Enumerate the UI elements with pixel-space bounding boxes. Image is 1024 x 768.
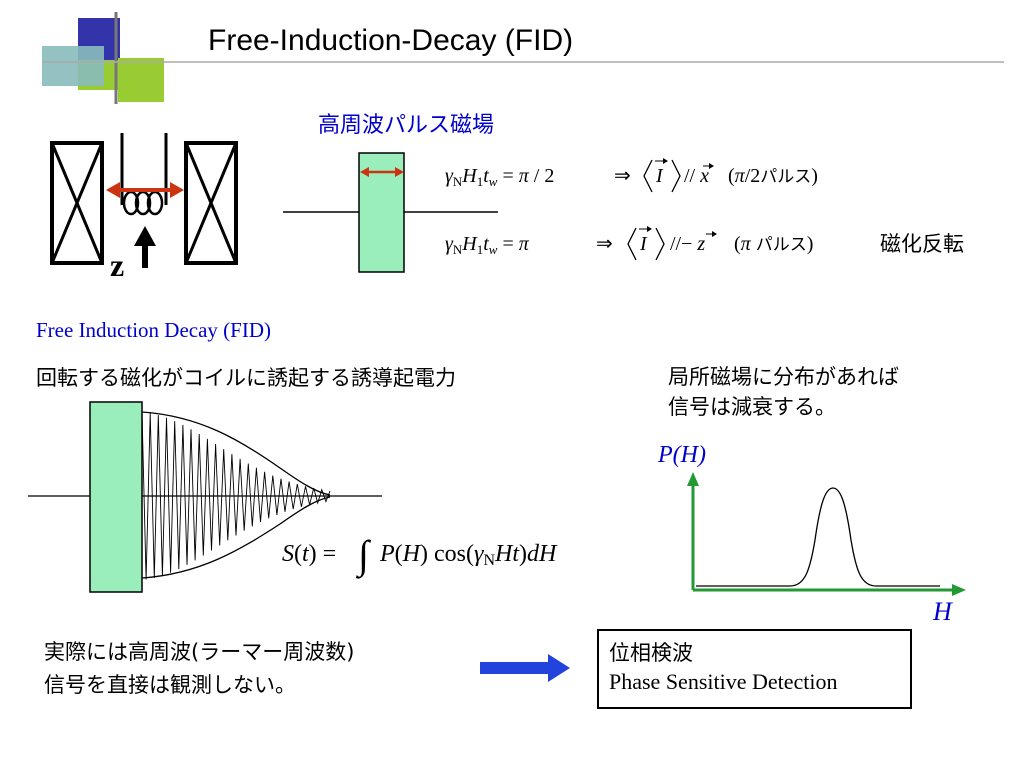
bottom-note: 実際には高周波(ラーマー周波数) 信号を直接は観測しない。	[44, 636, 354, 702]
svg-text:⇒: ⇒	[596, 233, 613, 255]
svg-text:I: I	[655, 165, 664, 187]
blue-arrow	[480, 654, 570, 682]
distribution-note: 局所磁場に分布があれば 信号は減衰する。	[668, 362, 899, 422]
svg-text:∫: ∫	[355, 532, 372, 579]
magnet-coil-diagram	[50, 133, 238, 268]
signal-equation: S(t) = ∫ P(H) cos(γNHt)dH	[282, 532, 558, 579]
svg-text:(π パルス): (π パルス)	[734, 233, 813, 255]
distribution-line-2: 信号は減衰する。	[668, 395, 836, 419]
svg-text:S(t) =: S(t) =	[282, 541, 336, 567]
svg-text:// x: // x	[684, 165, 709, 187]
svg-text:P(H) cos(γNHt)dH: P(H) cos(γNHt)dH	[379, 541, 558, 569]
equation-pi: γNH1tw = π ⇒ I //− z (π パルス)	[445, 226, 813, 261]
rf-field-label: 高周波パルス磁場	[318, 113, 495, 138]
h-axis-label: H	[933, 597, 952, 626]
corner-decoration	[42, 12, 1004, 104]
distribution-line-1: 局所磁場に分布があれば	[668, 365, 899, 389]
fid-envelope-top	[141, 411, 331, 496]
psd-japanese: 位相検波	[609, 641, 693, 665]
rf-pulse-diagram	[283, 152, 498, 273]
svg-text:γNH1tw = π: γNH1tw = π	[445, 233, 530, 257]
svg-text:(π/2パルス): (π/2パルス)	[728, 165, 818, 187]
slide-title: Free-Induction-Decay (FID)	[208, 24, 574, 57]
magnetization-reversal-label: 磁化反転	[880, 232, 964, 256]
psd-box: 位相検波 Phase Sensitive Detection	[597, 629, 912, 709]
note-line-2: 信号を直接は観測しない。	[44, 673, 296, 697]
svg-text:⇒: ⇒	[614, 165, 631, 187]
fid-oscillation	[141, 411, 331, 580]
psd-english: Phase Sensitive Detection	[609, 669, 838, 694]
fid-subtitle: Free Induction Decay (FID)	[36, 318, 271, 342]
distribution-curve	[696, 487, 940, 587]
fid-envelope-bottom	[141, 496, 331, 579]
fid-waveform	[28, 401, 382, 593]
svg-text:I: I	[639, 233, 648, 255]
equation-pi-half: γNH1tw = π / 2 ⇒ I // x (π/2パルス)	[445, 158, 818, 193]
note-line-1: 実際には高周波(ラーマー周波数)	[44, 640, 355, 664]
svg-text:γNH1tw = π / 2: γNH1tw = π / 2	[445, 165, 554, 189]
svg-text://− z: //− z	[670, 233, 705, 255]
z-axis-label: z	[110, 247, 124, 283]
ph-axis-label: P(H)	[658, 442, 706, 468]
field-distribution-plot	[687, 472, 966, 596]
fid-description: 回転する磁化がコイルに誘起する誘導起電力	[36, 366, 456, 390]
